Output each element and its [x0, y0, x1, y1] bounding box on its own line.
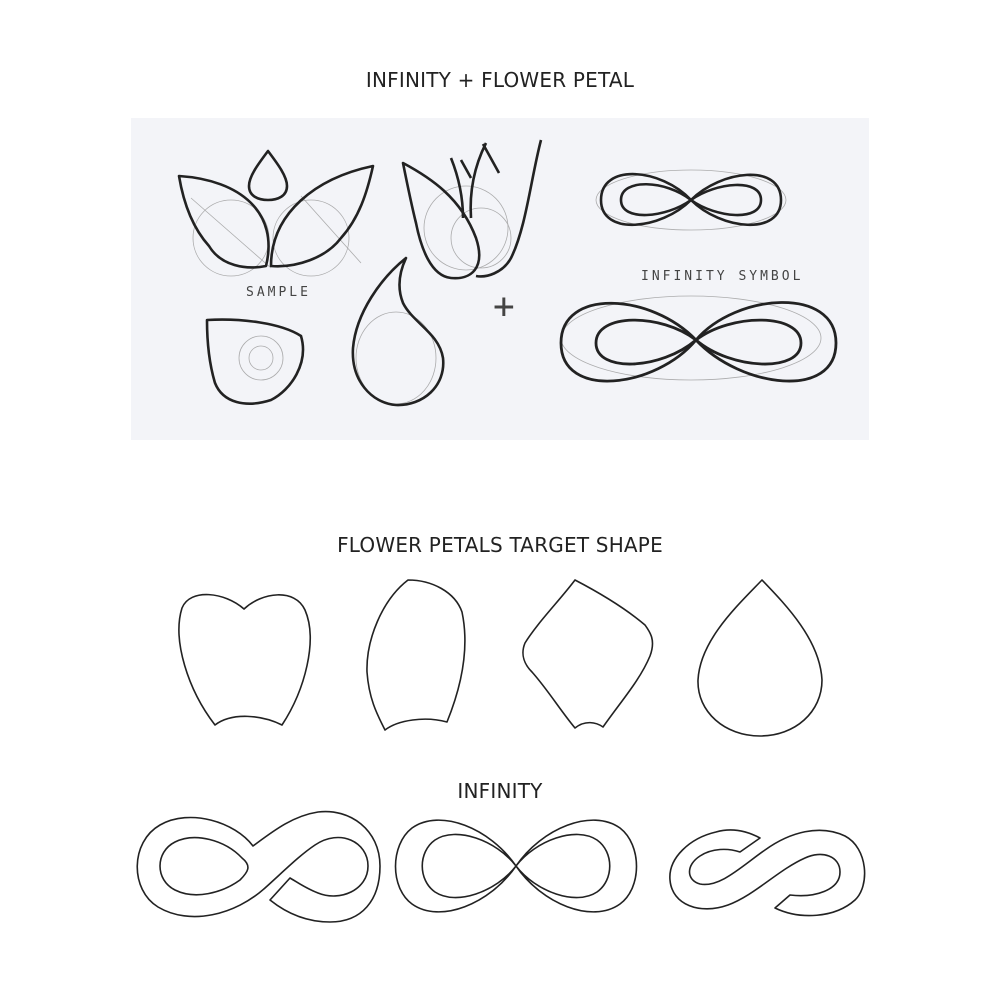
plus-sign: + [493, 286, 515, 327]
right-petal [475, 139, 543, 278]
middle-petal-line-2 [469, 142, 488, 219]
petals-title: FLOWER PETALS TARGET SHAPE [337, 533, 663, 557]
infinity-shape-closed [394, 819, 638, 913]
petal-shape-rhombus [522, 579, 654, 729]
swirl-drop [351, 256, 445, 407]
sample-label: SAMPLE [246, 285, 311, 300]
right-leaf [269, 164, 375, 268]
infinity-shape-ribbon [136, 810, 381, 923]
small-infinity-sketch [599, 172, 783, 227]
pencil-sketch-panel: SAMPLE + INFINITY SYMBOL [131, 118, 869, 440]
front-petal [401, 161, 481, 280]
drop-bud [247, 149, 289, 202]
sketch-title: INFINITY + FLOWER PETAL [365, 68, 635, 92]
construction-lines [190, 169, 822, 405]
left-leaf [177, 174, 270, 269]
petal-tips [459, 143, 501, 179]
infinity-symbol-label: INFINITY SYMBOL [641, 269, 803, 284]
inner-loop [619, 182, 763, 217]
infinity-shape-swoosh [669, 829, 866, 917]
middle-petal-line [449, 157, 465, 219]
lotus-sketch [177, 149, 375, 269]
teardrop-sketch [205, 256, 445, 407]
sketch-drawing: SAMPLE + INFINITY SYMBOL [177, 139, 838, 407]
petal-shape-almond [366, 579, 466, 731]
round-petal [205, 318, 305, 405]
large-inner-loop [594, 318, 803, 366]
infinity-title: INFINITY [457, 779, 543, 803]
large-infinity-sketch [559, 301, 838, 383]
petal-shape-heart [178, 593, 311, 726]
petal-shape-teardrop [697, 579, 823, 737]
petal-bunch-sketch [401, 139, 543, 280]
